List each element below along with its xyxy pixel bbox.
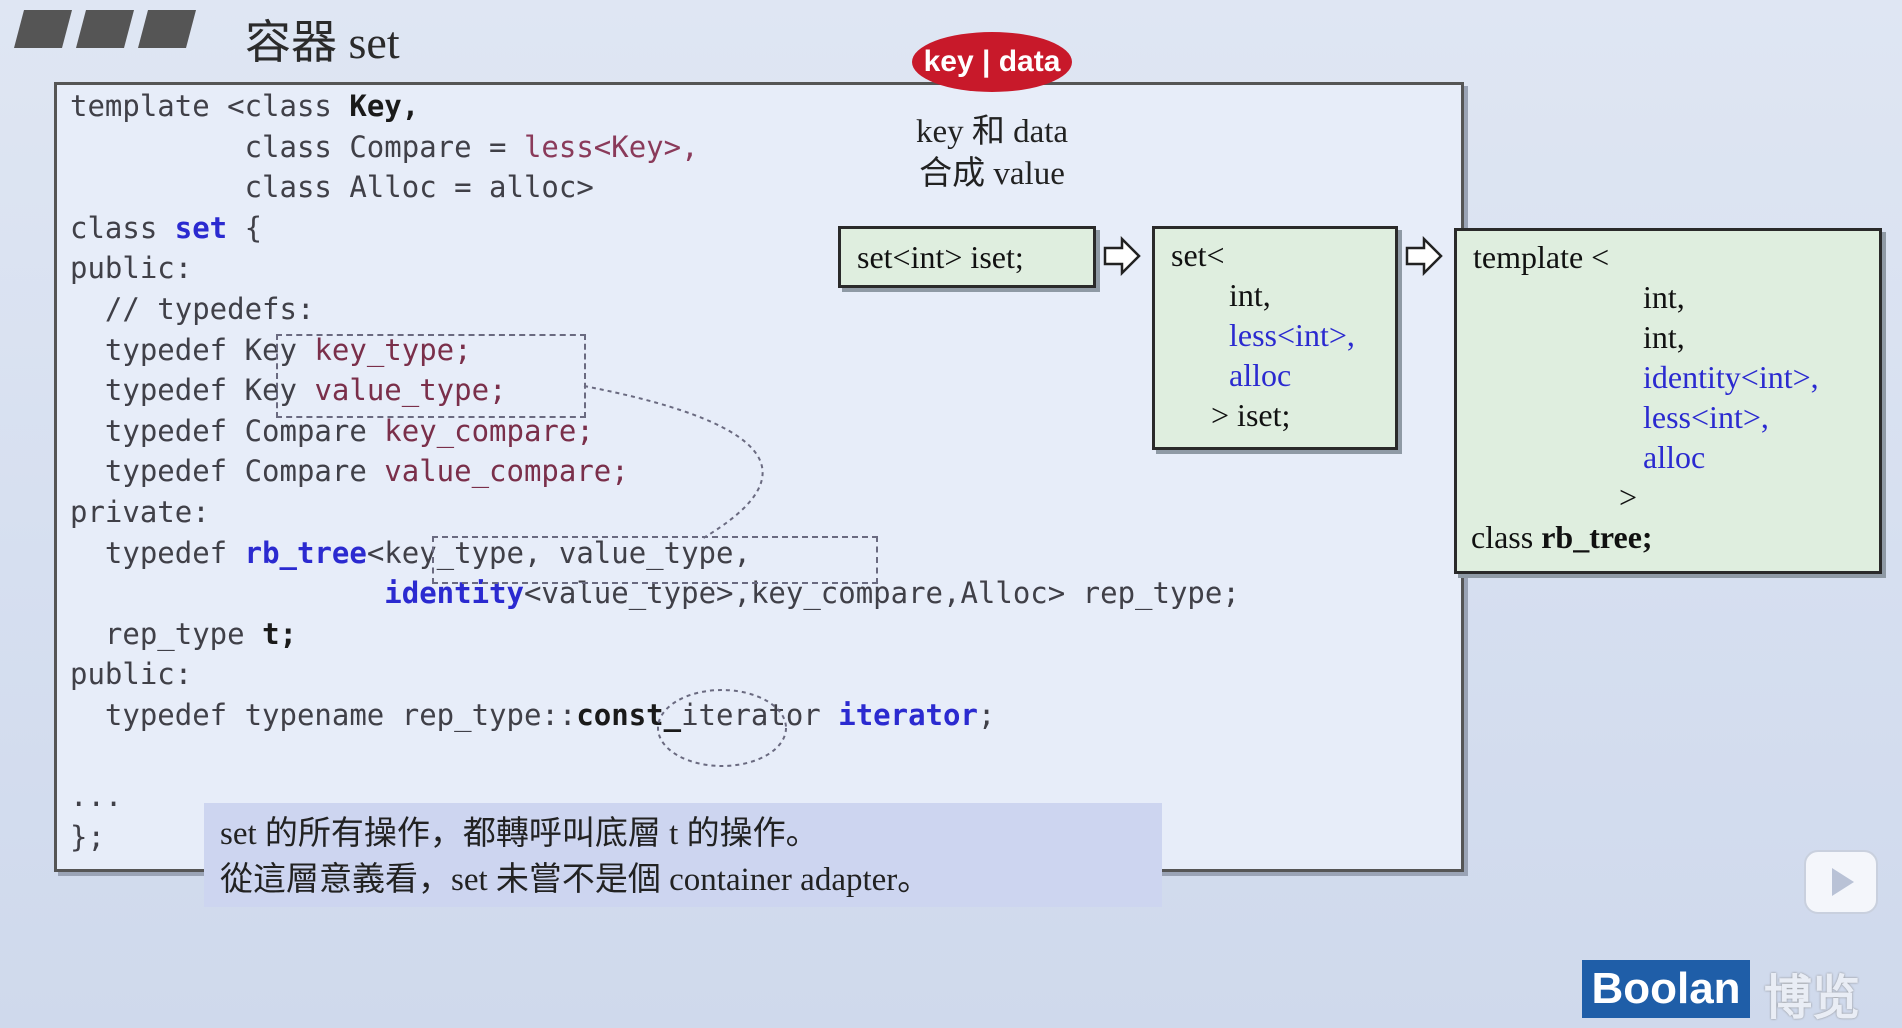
key-highlight-box — [276, 334, 586, 418]
rb-tree-args-highlight-box — [432, 536, 878, 584]
brand-logo-cn: 博览 — [1764, 972, 1861, 1025]
brand-logo: Boolan — [1582, 960, 1750, 1018]
annotation-line-1: key 和 data — [915, 114, 1069, 150]
note-line-1: set 的所有操作，都轉呼叫底層 t 的操作。 — [220, 816, 819, 852]
code-block: template <class Key, class Compare = les… — [70, 89, 1240, 854]
arrow-right-icon — [1103, 236, 1141, 276]
annotation-line-2: 合成 value — [919, 156, 1065, 192]
note-line-2: 從這層意義看，set 未嘗不是個 container adapter。 — [220, 862, 931, 898]
arrow-right-icon — [1405, 236, 1443, 276]
iset-box: set<int> iset; — [838, 226, 1096, 288]
key-data-badge: key | data — [912, 32, 1072, 92]
code-panel — [54, 82, 1464, 872]
slide-title: 容器 set — [245, 17, 400, 68]
title-stripes — [14, 10, 196, 48]
set-instantiation-box: set< int, less<int>, alloc > iset; — [1152, 226, 1398, 450]
play-icon[interactable] — [1804, 850, 1878, 914]
explanation-note: set 的所有操作，都轉呼叫底層 t 的操作。 從這層意義看，set 未嘗不是個… — [204, 803, 1162, 907]
rb-tree-instantiation-box: template < int, int, identity<int>, less… — [1454, 228, 1882, 574]
